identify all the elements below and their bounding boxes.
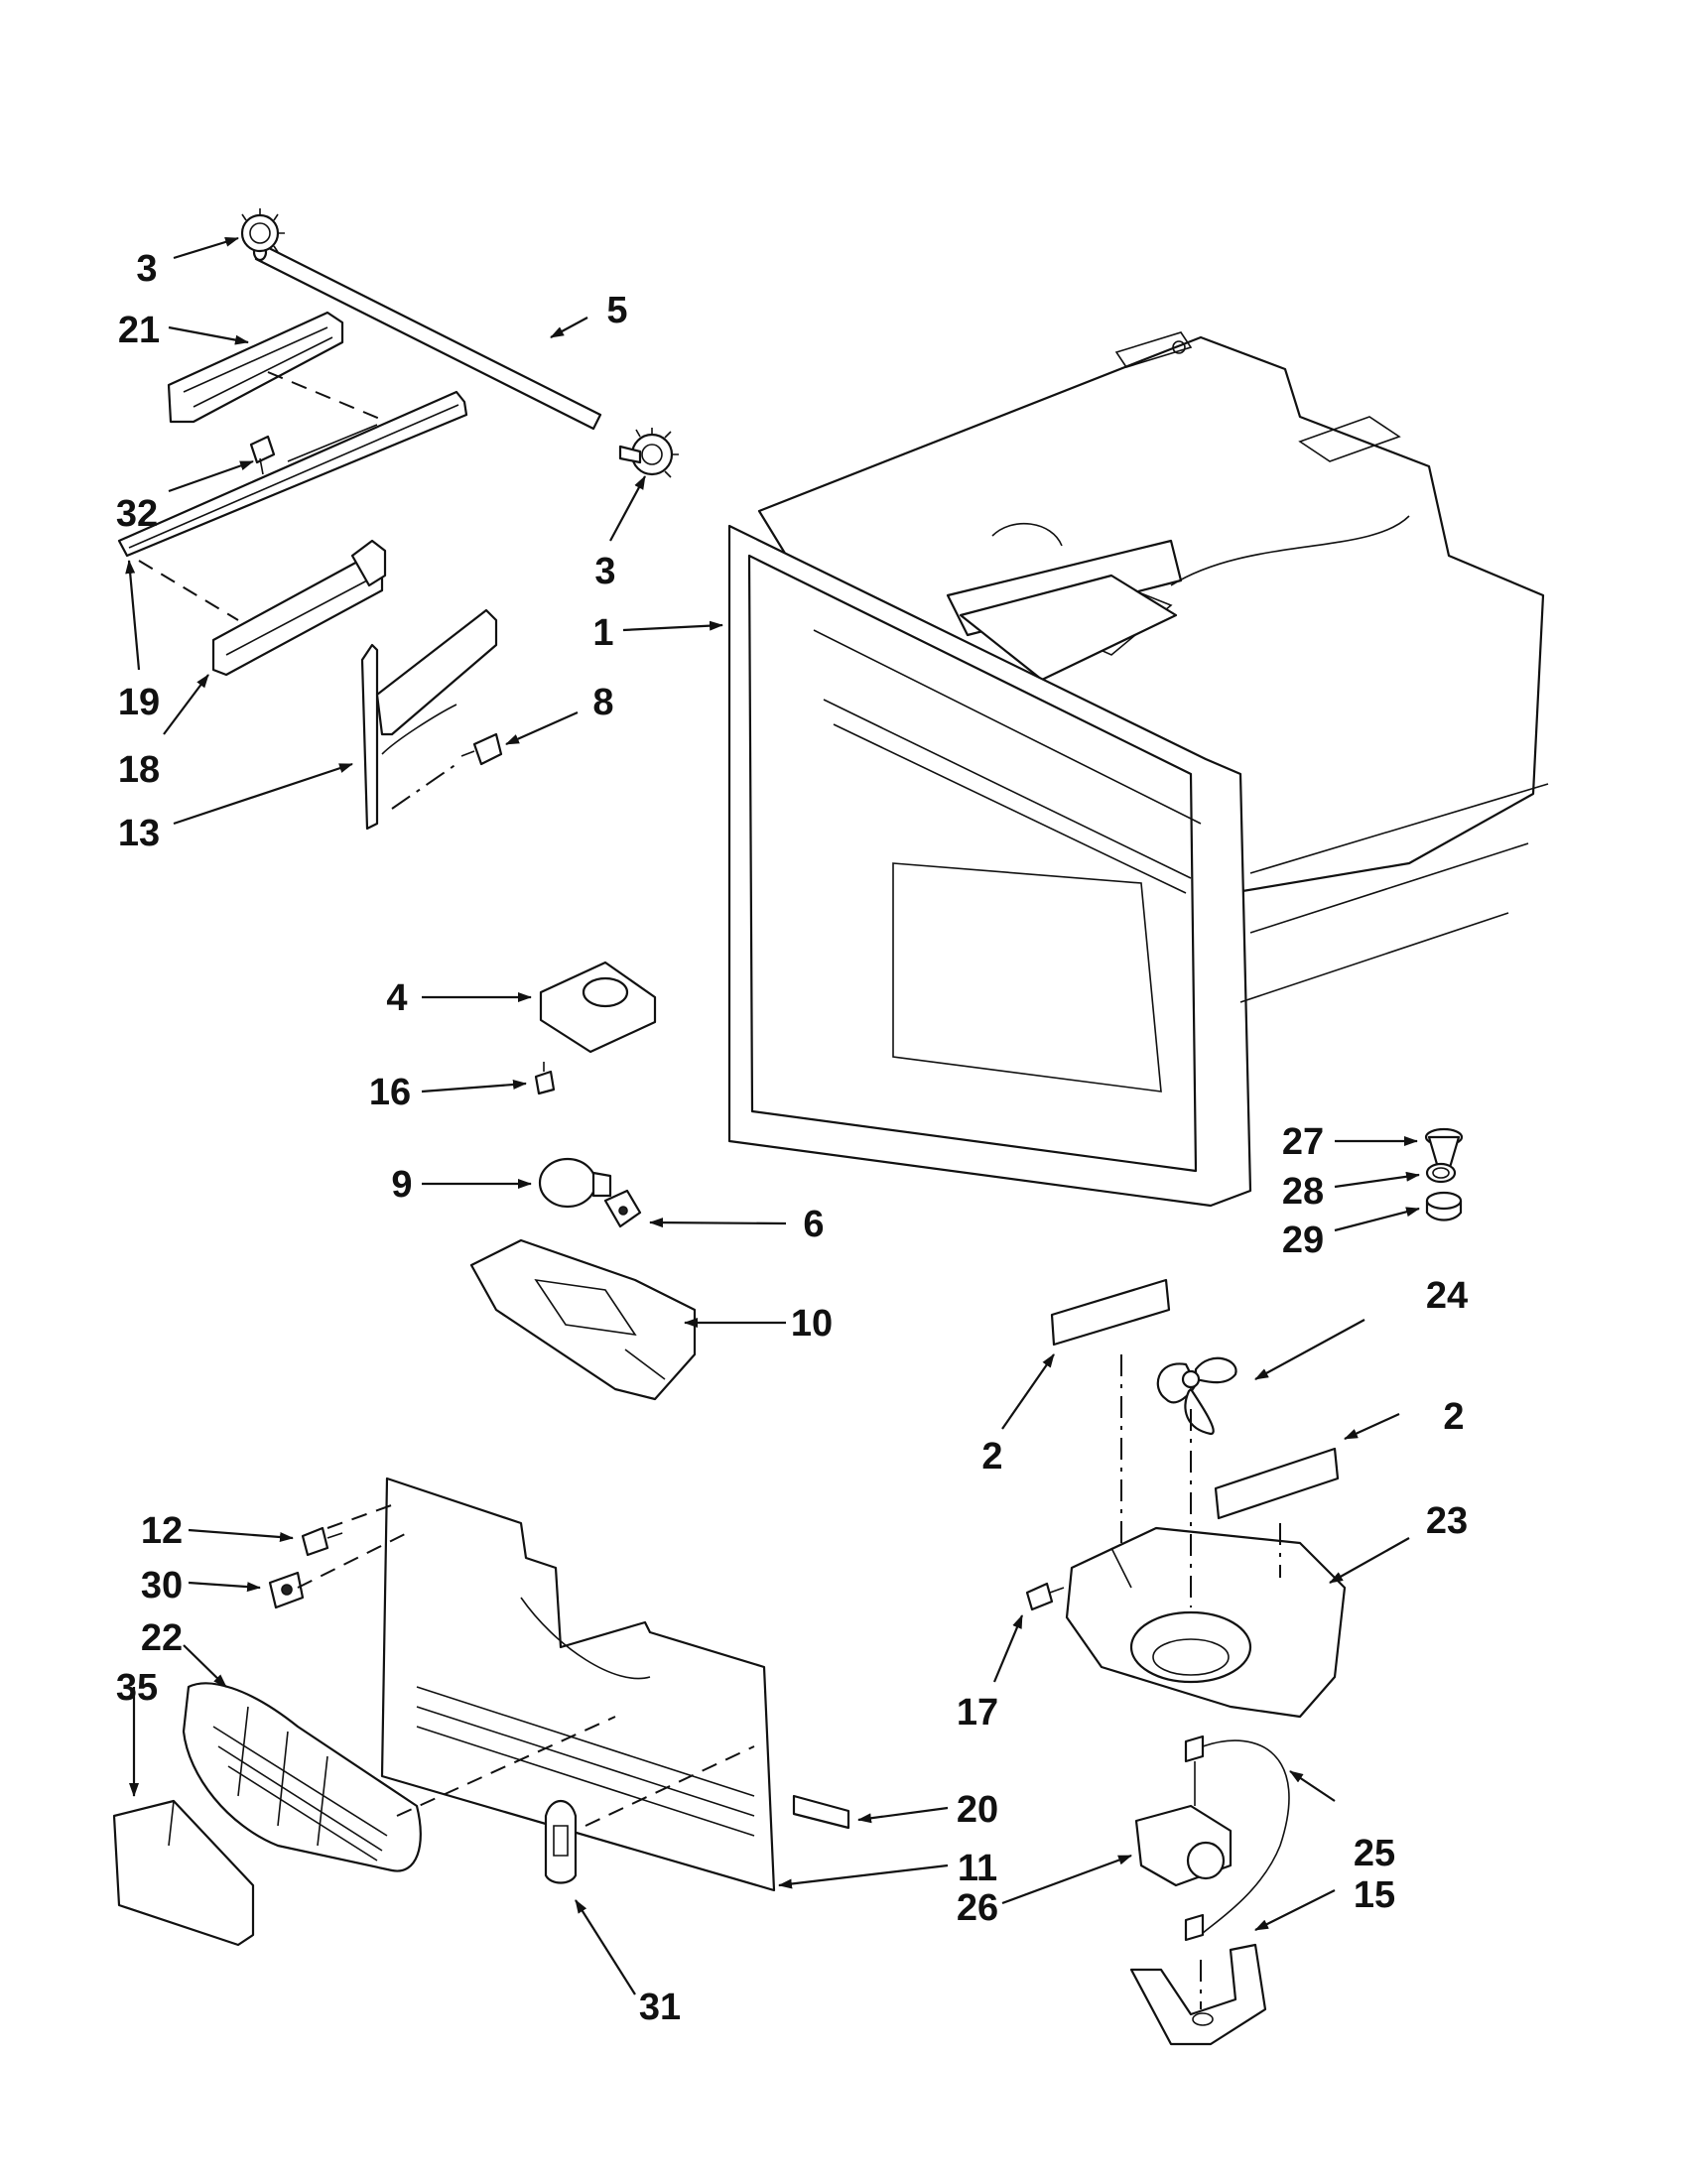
callout-12: 12: [141, 1510, 183, 1552]
callout-22: 22: [141, 1617, 183, 1659]
callout-30: 30: [141, 1565, 183, 1606]
lamp-cover-part-4: [539, 961, 657, 1054]
callout-18: 18: [118, 749, 160, 791]
foam-pad-part-2-lower: [1214, 1447, 1340, 1520]
callout-28: 28: [1282, 1171, 1324, 1213]
foam-pad-part-2-upper: [1050, 1278, 1171, 1347]
callout-26: 26: [957, 1887, 998, 1929]
callout-9: 9: [391, 1164, 412, 1206]
grille-part-22: [182, 1682, 422, 1872]
callout-11: 11: [958, 1848, 997, 1889]
callout-2: 2: [1443, 1396, 1464, 1438]
callout-3: 3: [594, 551, 615, 592]
switch-part-16: [534, 1062, 556, 1095]
fan-motor-part-26: [1134, 1734, 1233, 1887]
callout-1: 1: [592, 612, 613, 654]
callout-10: 10: [791, 1303, 833, 1345]
gear-part-3-bottom: [618, 428, 679, 478]
callout-35: 35: [116, 1667, 158, 1709]
callout-15: 15: [1354, 1874, 1395, 1916]
washer-part-28: [1425, 1162, 1457, 1184]
callout-3: 3: [136, 248, 157, 290]
slide-bracket-part-21: [167, 311, 344, 424]
callout-8: 8: [592, 682, 613, 723]
lamp-housing-part-10: [469, 1238, 697, 1401]
callout-32: 32: [116, 493, 158, 535]
callout-2: 2: [981, 1436, 1002, 1477]
callout-27: 27: [1282, 1121, 1324, 1163]
bulb-part-9: [538, 1157, 612, 1209]
motor-bracket-part-15: [1129, 1913, 1267, 2046]
cover-part-35: [112, 1799, 255, 1947]
callout-24: 24: [1426, 1275, 1468, 1317]
gear-part-3-top: [240, 208, 285, 253]
callout-6: 6: [803, 1204, 824, 1245]
callout-labels: 3 21 5 32 3 1 19 18 8 13 4 16 9 6 10 27 …: [116, 248, 1468, 2028]
strip-part-20: [792, 1794, 850, 1830]
callout-13: 13: [118, 813, 160, 854]
screw-part-32: [249, 435, 276, 475]
rod-part-5: [252, 242, 602, 431]
slide-support-part-18: [211, 539, 387, 677]
callout-5: 5: [606, 290, 627, 331]
leader-arrows: [125, 236, 1420, 1995]
side-bracket-part-13: [360, 608, 498, 831]
callout-16: 16: [369, 1072, 411, 1113]
freezer-liner-part-1: [727, 331, 1549, 1208]
screw-part-12: [301, 1526, 343, 1557]
callout-23: 23: [1426, 1500, 1468, 1542]
callout-4: 4: [386, 977, 407, 1019]
rail-part-19: [117, 390, 468, 558]
callout-19: 19: [118, 682, 160, 723]
callout-21: 21: [118, 310, 160, 351]
handle-part-31: [544, 1799, 578, 1884]
plug-part-29: [1425, 1191, 1463, 1221]
callout-31: 31: [639, 1987, 681, 2028]
callout-29: 29: [1282, 1220, 1324, 1261]
clip-part-30: [268, 1571, 305, 1609]
screw-part-17: [1025, 1582, 1065, 1611]
callout-17: 17: [957, 1692, 998, 1734]
fan-shroud-part-23: [1065, 1526, 1347, 1719]
assembly-lines: [138, 371, 1281, 2009]
wire-harness-part-25: [1200, 1739, 1290, 1936]
callout-25: 25: [1354, 1833, 1395, 1874]
screw-part-8: [460, 732, 503, 766]
back-panel-part-11: [380, 1477, 776, 1892]
fan-blade-part-24: [1156, 1356, 1237, 1436]
socket-part-6: [603, 1189, 642, 1228]
callout-20: 20: [957, 1789, 998, 1831]
